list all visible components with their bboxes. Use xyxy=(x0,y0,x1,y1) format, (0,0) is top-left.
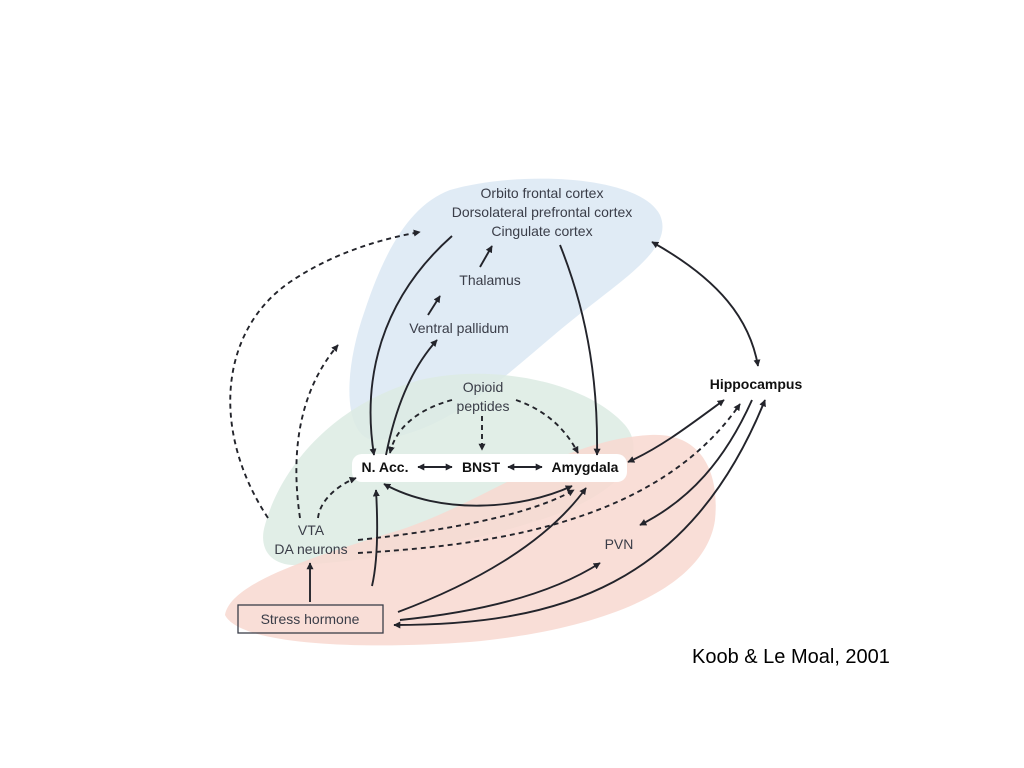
edge-vta-to-nacc xyxy=(317,477,357,519)
node-cortex-line1: Orbito frontal cortex xyxy=(481,185,604,201)
node-nacc: N. Acc. xyxy=(362,459,409,475)
node-vta-line1: VTA xyxy=(298,522,325,538)
edge-stress-to-nacc xyxy=(371,489,380,587)
node-pvn: PVN xyxy=(605,536,634,552)
edge-hippocampus-cortex xyxy=(651,241,761,367)
edge-ventral-pallidum-to-thalamus xyxy=(427,295,441,316)
node-vta-line2: DA neurons xyxy=(274,541,347,557)
node-stress-hormone: Stress hormone xyxy=(261,611,360,627)
stress-hormone-box xyxy=(237,604,384,634)
edge-vta-to-cortex xyxy=(229,229,421,519)
cortical-region-shape xyxy=(349,178,663,441)
node-bnst: BNST xyxy=(462,459,501,475)
node-hippocampus: Hippocampus xyxy=(710,376,803,392)
node-amygdala: Amygdala xyxy=(552,459,619,475)
edge-cortex-to-nacc xyxy=(369,235,453,456)
node-ventral-pallidum: Ventral pallidum xyxy=(409,320,509,336)
node-thalamus: Thalamus xyxy=(459,272,520,288)
node-opioid-line1: Opioid xyxy=(463,379,503,395)
node-cortex-line3: Cingulate cortex xyxy=(491,223,592,239)
edge-stress-hippocampus xyxy=(393,399,766,629)
edge-nacc-to-ventral-pallidum xyxy=(385,339,438,456)
citation-text: Koob & Le Moal, 2001 xyxy=(692,646,890,668)
edge-thalamus-to-cortex xyxy=(479,245,493,268)
node-opioid-line2: peptides xyxy=(457,398,510,414)
node-cortex-line2: Dorsolateral prefrontal cortex xyxy=(452,204,633,220)
